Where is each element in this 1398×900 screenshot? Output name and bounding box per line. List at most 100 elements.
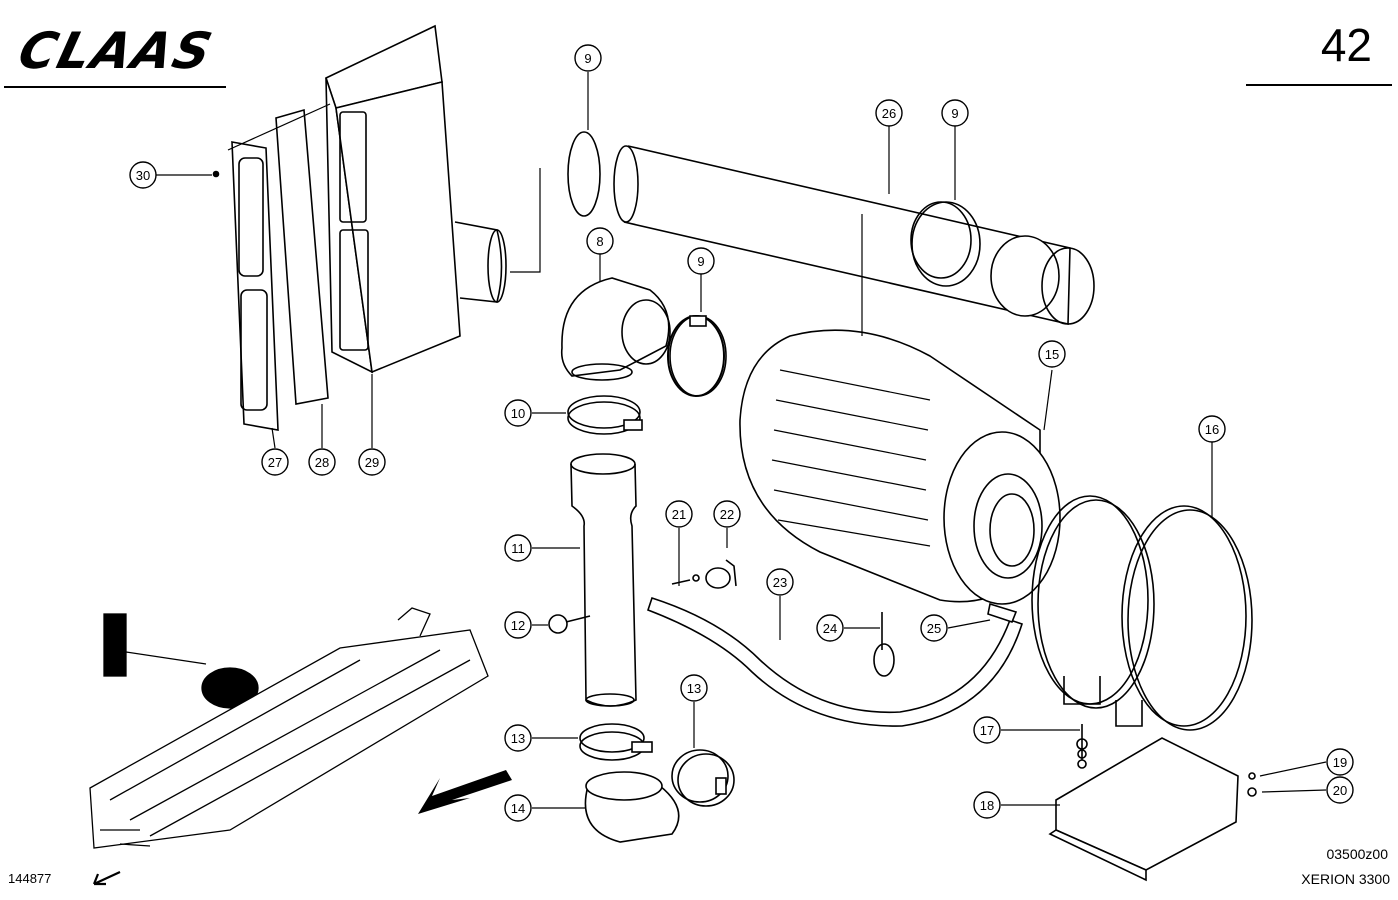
callout-23: 23 <box>766 568 794 596</box>
callout-label: 13 <box>687 681 701 696</box>
callout-label: 26 <box>882 106 896 121</box>
leader-lines <box>156 72 1327 809</box>
callout-ring <box>1038 340 1066 368</box>
callout-label: 10 <box>511 406 525 421</box>
callout-label: 22 <box>720 507 734 522</box>
hose-clamp-13a <box>579 723 653 761</box>
callout-18: 18 <box>973 791 1001 819</box>
callout-ring <box>574 44 602 72</box>
callout-26: 26 <box>875 99 903 127</box>
clip-22 <box>705 559 737 589</box>
callout-ring <box>973 791 1001 819</box>
callout-ring <box>586 227 614 255</box>
drawing-code: 03500z00 <box>1326 846 1388 862</box>
direction-arrow-large <box>418 770 512 814</box>
callout-bubbles: 9 26 9 30 8 9 15 10 27 28 29 16 21 22 11… <box>129 44 1354 822</box>
callout-ring <box>665 500 693 528</box>
callout-ring <box>816 614 844 642</box>
callout-9-middle: 9 <box>687 247 715 275</box>
callout-label: 9 <box>697 254 704 269</box>
direction-arrow-small <box>92 871 121 886</box>
callout-label: 13 <box>511 731 525 746</box>
callout-20: 20 <box>1326 776 1354 804</box>
elbow-14 <box>584 771 680 843</box>
callout-label: 9 <box>584 51 591 66</box>
callout-13-right: 13 <box>680 674 708 702</box>
callout-ring <box>308 448 336 476</box>
callout-ring <box>1198 415 1226 443</box>
callout-25: 25 <box>920 614 948 642</box>
callout-30: 30 <box>129 161 157 189</box>
mounting-straps-16 <box>1031 495 1253 731</box>
callout-ring <box>504 794 532 822</box>
callout-label: 15 <box>1045 347 1059 362</box>
hose-clamp-9-middle <box>667 315 725 397</box>
header-rule-left <box>4 86 226 88</box>
gasket-frame-27 <box>212 141 279 431</box>
callout-19: 19 <box>1326 748 1354 776</box>
callout-10: 10 <box>504 399 532 427</box>
callout-label: 30 <box>136 168 150 183</box>
callout-label: 9 <box>951 106 958 121</box>
page-number: 42 <box>1320 19 1372 71</box>
callout-label: 12 <box>511 618 525 633</box>
air-filter-15 <box>739 329 1061 605</box>
header-rule-right <box>1246 84 1392 86</box>
callout-29: 29 <box>358 448 386 476</box>
callout-label: 23 <box>773 575 787 590</box>
callout-label: 8 <box>596 234 603 249</box>
callout-label: 24 <box>823 621 837 636</box>
callout-label: 14 <box>511 801 525 816</box>
callout-label: 27 <box>268 455 282 470</box>
intake-tube-26 <box>567 131 1095 325</box>
callout-16: 16 <box>1198 415 1226 443</box>
intake-housing-29 <box>325 24 507 374</box>
callout-ring <box>766 568 794 596</box>
callout-ring <box>504 399 532 427</box>
callout-24: 24 <box>816 614 844 642</box>
callout-ring <box>504 724 532 752</box>
callout-ring <box>875 99 903 127</box>
callout-21: 21 <box>665 500 693 528</box>
hose-23 <box>646 596 1024 727</box>
callout-15: 15 <box>1038 340 1066 368</box>
callout-9-top: 9 <box>574 44 602 72</box>
callout-13-left: 13 <box>504 724 532 752</box>
callout-11: 11 <box>504 534 532 562</box>
callout-label: 16 <box>1205 422 1219 437</box>
document-number: 144877 <box>8 871 52 886</box>
hose-clamp-13b <box>671 749 735 807</box>
cable-tie-24 <box>873 612 895 677</box>
callout-ring <box>920 614 948 642</box>
callout-14: 14 <box>504 794 532 822</box>
callout-27: 27 <box>261 448 289 476</box>
callout-ring <box>504 534 532 562</box>
callout-ring <box>713 500 741 528</box>
callout-ring <box>358 448 386 476</box>
callout-ring <box>261 448 289 476</box>
machine-model: XERION 3300 <box>1301 871 1390 887</box>
callout-label: 19 <box>1333 755 1347 770</box>
vehicle-frame-inset <box>89 607 489 849</box>
callout-label: 29 <box>365 455 379 470</box>
callout-28: 28 <box>308 448 336 476</box>
valve-25 <box>987 602 1018 623</box>
hose-clamp-10 <box>567 395 643 435</box>
callout-12: 12 <box>504 611 532 639</box>
callout-ring <box>1326 748 1354 776</box>
callout-ring <box>941 99 969 127</box>
pipe-11 <box>548 453 637 707</box>
callout-label: 21 <box>672 507 686 522</box>
callout-label: 28 <box>315 455 329 470</box>
callout-22: 22 <box>713 500 741 528</box>
callout-label: 18 <box>980 798 994 813</box>
callout-17: 17 <box>973 716 1001 744</box>
callout-label: 11 <box>511 541 525 556</box>
bracket-18 <box>1048 724 1257 882</box>
callout-ring <box>504 611 532 639</box>
callout-ring <box>129 161 157 189</box>
callout-8: 8 <box>586 227 614 255</box>
callout-label: 25 <box>927 621 941 636</box>
